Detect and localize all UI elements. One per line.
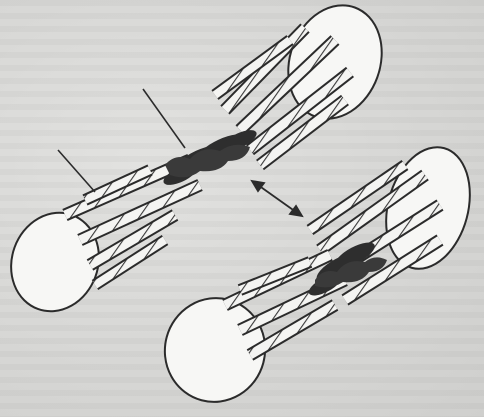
top-right-ropes [211,23,354,171]
top-left-ropes [62,154,203,291]
bottom-right-ropes [306,160,444,306]
top-assembly [10,4,383,313]
top-overlap-heads [163,130,257,185]
top-pointer-line-left [57,149,96,193]
bottom-overlap-heads [308,242,387,296]
sliding-double-arrow [250,179,304,218]
bottom-assembly [163,146,471,403]
top-pointer-line-upper [142,88,186,149]
